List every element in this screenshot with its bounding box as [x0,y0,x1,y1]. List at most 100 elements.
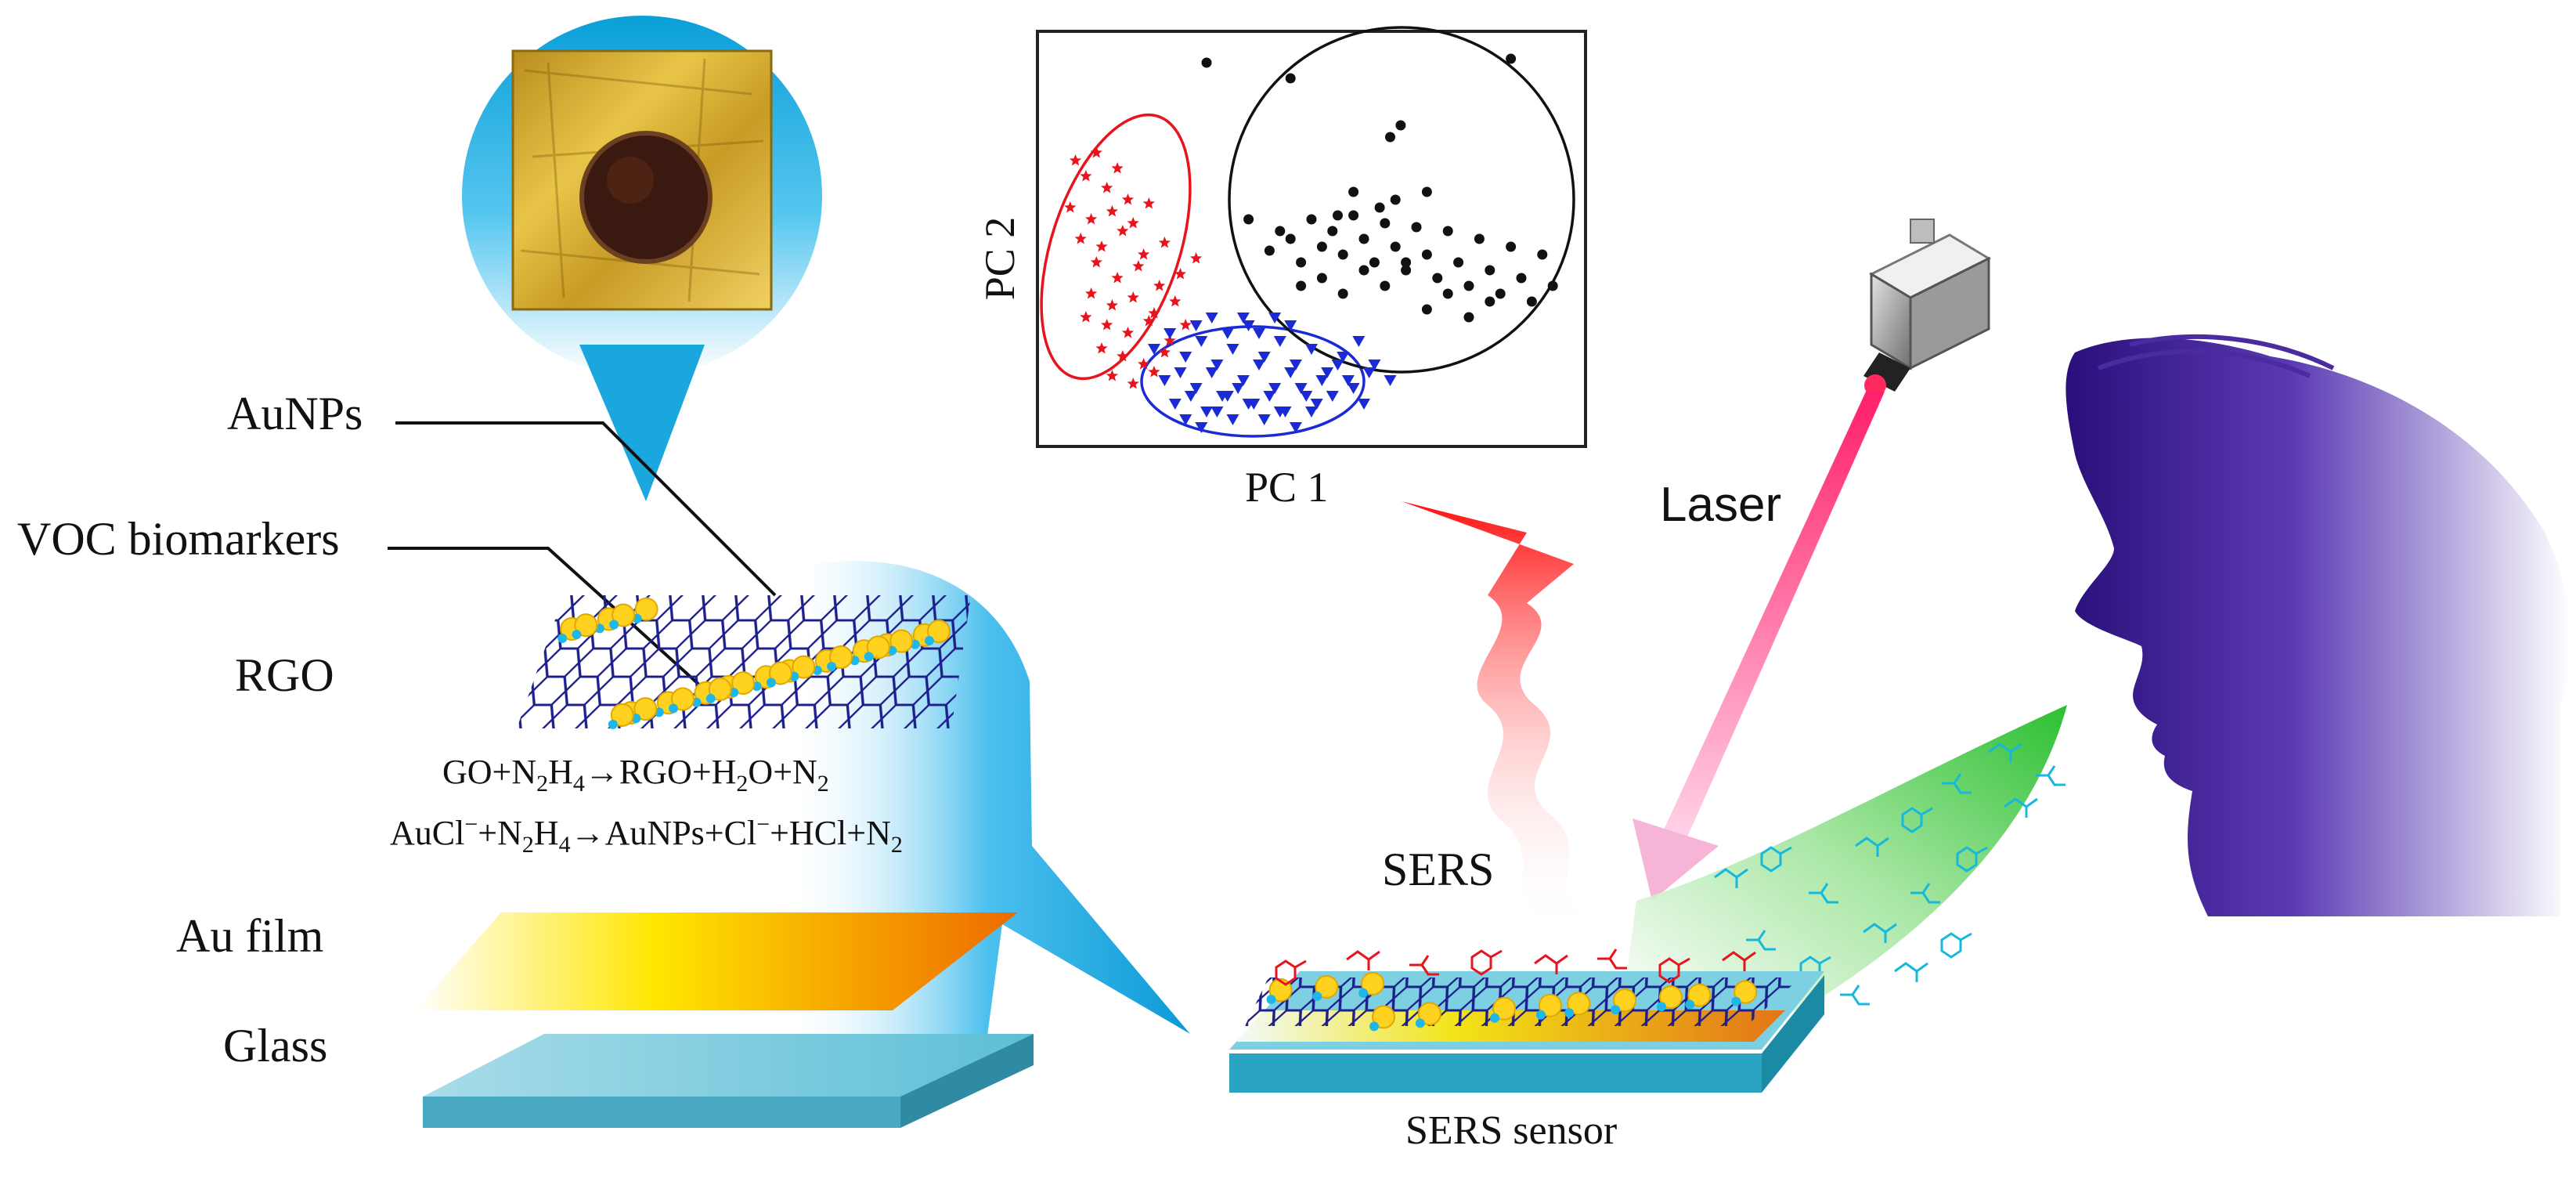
photo-bubble [462,16,822,501]
voc-molecule [1346,950,1380,970]
scatter-point [1453,257,1464,268]
scatter-point [1474,233,1485,244]
voc-molecule [1597,949,1627,970]
scatter-point [1327,226,1338,237]
scatter-point [1085,287,1098,299]
scatter-point [1117,350,1129,362]
cluster-outline-black [1228,26,1575,374]
voc-molecule [1470,949,1503,976]
scatter-point [1347,383,1360,394]
gold-nanoparticle [926,619,951,643]
scatter-point [1138,358,1150,370]
voc-molecule [1409,955,1439,976]
scatter-point [1264,245,1275,256]
scatter-point [1216,391,1229,402]
scatter-point [1090,146,1102,158]
raman-signal-wave [1402,501,1597,932]
scatter-point [1380,218,1391,229]
scatter-point [1205,313,1218,323]
gold-nanoparticle [1687,983,1712,1007]
scatter-point [1348,186,1359,197]
scatter-point [1232,383,1245,394]
scatter-point [1337,352,1350,363]
scatter-point [1148,366,1160,378]
scatter-point [1369,257,1380,268]
equation-aunps: AuCl−+N2H4→AuNPs+Cl−+HCl+N2 [390,811,903,858]
glass-slab [423,1034,1034,1128]
scatter-point [1306,214,1317,225]
scatter-point [1285,73,1296,84]
scatter-point [1111,162,1124,174]
voc-molecule [1658,957,1690,984]
scatter-point [1285,233,1296,244]
scatter-point [1095,240,1108,252]
scatter-point [1305,407,1318,417]
gold-nanoparticle [889,629,914,653]
scatter-point [1358,265,1369,276]
scatter-point [1284,320,1297,331]
scatter-point [1142,315,1155,327]
scatter-point [1190,252,1203,264]
scatter-point [1189,383,1203,394]
chart-frame [1036,30,1587,448]
scatter-point [1106,370,1118,381]
voc-molecule [1910,883,1940,904]
label-voc-biomarkers: VOC biomarkers [17,513,340,565]
scatter-point [1442,288,1453,299]
voc-molecule-dot [1564,1008,1575,1018]
gold-nanoparticle [1372,1005,1396,1029]
scatter-point [1200,407,1213,417]
scatter-point [1148,344,1160,355]
adsorbed-molecules [1275,949,1756,986]
scatter-point [1243,214,1254,225]
gold-nanoparticle [610,703,634,727]
scatter-point [1242,399,1255,410]
voc-molecule-dot [1611,1005,1621,1015]
voc-molecule [2036,765,2065,786]
voc-molecule [1942,773,1972,794]
scatter-point [1148,307,1160,319]
laser-beam [1660,392,1885,846]
gold-nanoparticle [1567,992,1591,1016]
voc-molecule-dot [1266,995,1276,1004]
label-glass: Glass [223,1020,327,1071]
scatter-point [1368,360,1381,370]
voc-molecule-dot [766,678,776,688]
gold-nanoparticle [1417,1002,1441,1026]
scatter-point [1257,352,1271,363]
gold-nanoparticle [1492,996,1517,1021]
scatter-point [1226,344,1239,355]
scatter-point [1401,257,1412,268]
scatter-point [1210,407,1224,417]
scatter-point [1101,182,1113,193]
scatter-point [1095,342,1108,354]
au-nanoparticles [557,597,951,729]
scatter-point [1326,391,1339,402]
scatter-point [1337,288,1348,299]
scatter-point [1236,375,1250,386]
label-sers-sensor: SERS sensor [1405,1108,1617,1153]
voc-molecule [1901,807,1933,833]
scatter-point [1310,399,1323,410]
scatter-point [1164,328,1177,339]
cluster-outline-red [1040,113,1192,381]
scatter-point [1316,241,1327,252]
scatter-point [1421,249,1432,260]
voc-molecule-dot [1656,1002,1666,1012]
scatter-point [1179,414,1192,425]
scatter-point [1537,249,1548,260]
scatter-point [1411,222,1422,233]
voc-molecule [1840,985,1870,1006]
gold-nanoparticle [792,655,816,679]
label-au-film: Au film [176,910,323,962]
voc-molecule [1722,951,1756,971]
scatter-points [1064,53,1558,433]
scatter-point [1463,280,1474,291]
gold-nanoparticle [768,661,792,685]
scatter-point [1158,346,1171,358]
voc-molecule-dot [1369,1021,1380,1032]
scatter-point [1158,375,1171,386]
scatter-point [1236,313,1250,323]
scatter-point [1138,248,1150,260]
